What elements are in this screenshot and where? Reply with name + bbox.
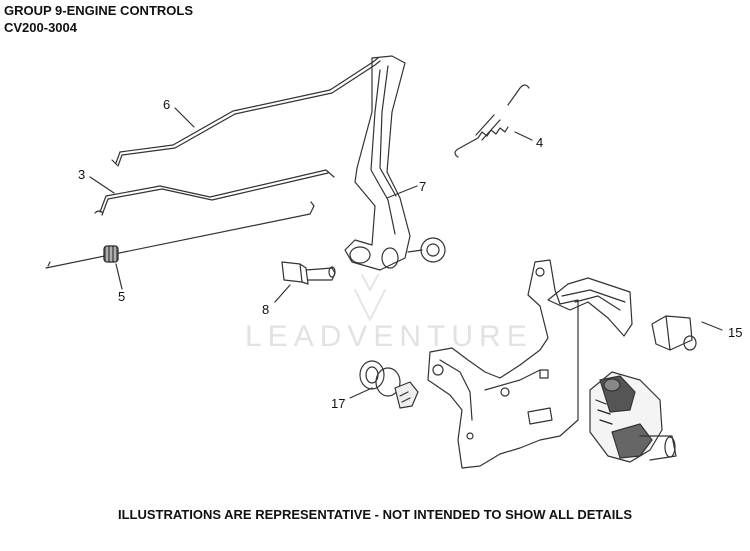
leader-8 [274, 284, 291, 303]
callout-6[interactable]: 6 [163, 97, 171, 112]
governor-assembly[interactable] [589, 371, 677, 463]
leader-7 [386, 185, 418, 199]
model-number: CV200-3004 [4, 20, 77, 35]
leader-3 [89, 176, 115, 194]
callout-17[interactable]: 17 [331, 396, 346, 411]
callout-4[interactable]: 4 [536, 135, 544, 150]
leader-17 [349, 387, 373, 399]
watermark-logo: LEADVENTURE [245, 320, 533, 353]
leader-5 [115, 263, 123, 290]
diagram-title: GROUP 9-ENGINE CONTROLS [4, 3, 194, 18]
part-3-rod[interactable] [94, 169, 335, 216]
callout-5[interactable]: 5 [118, 289, 126, 304]
leader-15 [701, 321, 723, 331]
upper-bracket[interactable] [547, 277, 633, 337]
part-8-knob[interactable] [281, 261, 336, 285]
callout-7[interactable]: 7 [419, 179, 427, 194]
part-15-stud[interactable] [651, 315, 697, 351]
callout-15[interactable]: 15 [728, 325, 743, 340]
callout-3[interactable]: 3 [78, 167, 86, 182]
part-7-lever[interactable] [344, 55, 411, 271]
leader-6 [174, 107, 195, 128]
control-bracket[interactable] [427, 259, 579, 469]
callout-8[interactable]: 8 [262, 302, 270, 317]
part-6-rod[interactable] [111, 57, 381, 167]
leader-4 [514, 131, 533, 141]
part-17-bushing[interactable] [359, 360, 419, 409]
part-5-cable[interactable] [45, 201, 315, 269]
disclaimer-footer: ILLUSTRATIONS ARE REPRESENTATIVE - NOT I… [118, 507, 632, 522]
watermark-emblem [354, 274, 386, 321]
part-4-spring[interactable] [454, 84, 530, 158]
lever-washer[interactable] [407, 237, 446, 263]
